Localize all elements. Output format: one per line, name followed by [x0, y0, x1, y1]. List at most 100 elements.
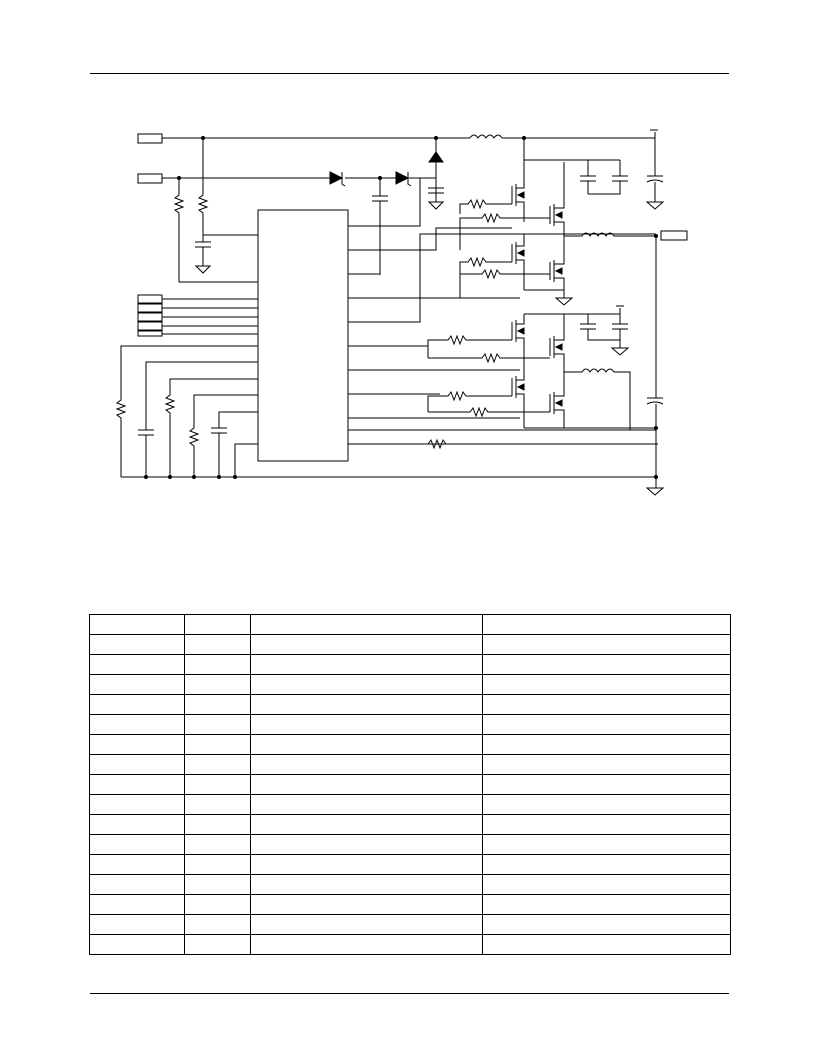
table-row	[89, 774, 731, 795]
diode-1	[329, 171, 344, 185]
table-cell	[250, 734, 483, 755]
capacitor-c4	[211, 411, 258, 477]
table-cell	[482, 634, 731, 655]
table-cell	[89, 714, 185, 735]
controller-ic	[257, 209, 349, 462]
table-cell	[184, 834, 251, 855]
table-cell	[184, 714, 251, 735]
table-row	[89, 814, 731, 835]
table-cell	[250, 894, 483, 915]
table-row	[89, 674, 731, 695]
table-row	[89, 914, 731, 935]
table-cell	[250, 774, 483, 795]
table-cell	[89, 734, 185, 755]
header-rule	[90, 73, 729, 74]
table-cell	[482, 754, 731, 775]
table-row	[89, 754, 731, 775]
table-cell	[184, 854, 251, 875]
table-cell	[89, 754, 185, 775]
table-cell	[482, 694, 731, 715]
gate-resistor-1	[459, 198, 512, 214]
resistor-r1	[173, 178, 258, 283]
table-row	[89, 734, 731, 755]
resistor-r5	[188, 394, 258, 477]
pin-description-table	[89, 614, 731, 955]
footer-rule	[90, 993, 729, 994]
resistor-r3	[115, 345, 258, 477]
ground-symbol	[427, 201, 445, 210]
table-cell	[482, 834, 731, 855]
output-terminal	[660, 230, 688, 241]
table-cell	[89, 874, 185, 895]
mosfet-q6	[549, 314, 565, 372]
table-cell	[89, 934, 185, 955]
diode-2	[395, 171, 410, 185]
mosfet-q8	[549, 372, 565, 428]
table-cell	[482, 734, 731, 755]
table-cell	[250, 834, 483, 855]
gate-resistor-2	[459, 212, 550, 250]
ground-symbol-2	[194, 265, 212, 274]
table-cell	[184, 694, 251, 715]
table-cell	[89, 894, 185, 915]
table-cell	[250, 854, 483, 875]
input-inductor	[469, 134, 503, 139]
table-cell	[184, 794, 251, 815]
resistor-r2	[197, 138, 209, 242]
table-cell	[250, 654, 483, 675]
table-cell	[482, 714, 731, 735]
input-capacitors-2	[524, 305, 630, 356]
mosfet-q5	[511, 314, 525, 370]
ground-symbol-3	[524, 289, 574, 306]
table-cell	[482, 614, 731, 635]
table-cell	[89, 634, 185, 655]
table-cell	[250, 634, 483, 655]
table-cell	[250, 714, 483, 735]
table-cell	[250, 614, 483, 635]
output-inductor-1	[564, 232, 656, 237]
output-capacitor	[645, 236, 665, 496]
table-row	[89, 634, 731, 655]
table-row	[89, 614, 731, 635]
table-cell	[184, 814, 251, 835]
output-inductor-2	[564, 368, 631, 430]
table-row	[89, 714, 731, 735]
table-cell	[184, 614, 251, 635]
table-cell	[89, 654, 185, 675]
input-terminal-2	[137, 173, 163, 184]
table-cell	[482, 894, 731, 915]
table-cell	[250, 674, 483, 695]
table-cell	[482, 914, 731, 935]
input-capacitors-1	[523, 138, 628, 195]
table-cell	[89, 794, 185, 815]
pin-description-table-wrap	[89, 614, 731, 955]
table-cell	[250, 814, 483, 835]
circuit-schematic	[115, 129, 688, 496]
table-cell	[184, 634, 251, 655]
table-cell	[482, 814, 731, 835]
input-terminal-1	[137, 133, 163, 144]
mosfet-q4	[549, 236, 565, 298]
mosfet-q3	[511, 234, 525, 290]
feedback-resistor	[348, 438, 550, 450]
table-cell	[89, 614, 185, 635]
table-cell	[184, 734, 251, 755]
table-cell	[482, 794, 731, 815]
table-cell	[89, 914, 185, 935]
table-cell	[89, 774, 185, 795]
table-cell	[250, 694, 483, 715]
control-signal-wires	[162, 298, 258, 335]
table-cell	[184, 754, 251, 775]
mosfet-q1	[511, 160, 525, 222]
gate-resistor-4	[427, 334, 512, 358]
table-row	[89, 694, 731, 715]
table-cell	[482, 674, 731, 695]
table-cell	[482, 934, 731, 955]
table-cell	[250, 874, 483, 895]
table-cell	[250, 754, 483, 775]
table-cell	[89, 814, 185, 835]
table-row	[89, 934, 731, 955]
table-row	[89, 654, 731, 675]
table-cell	[482, 854, 731, 875]
table-cell	[250, 914, 483, 935]
